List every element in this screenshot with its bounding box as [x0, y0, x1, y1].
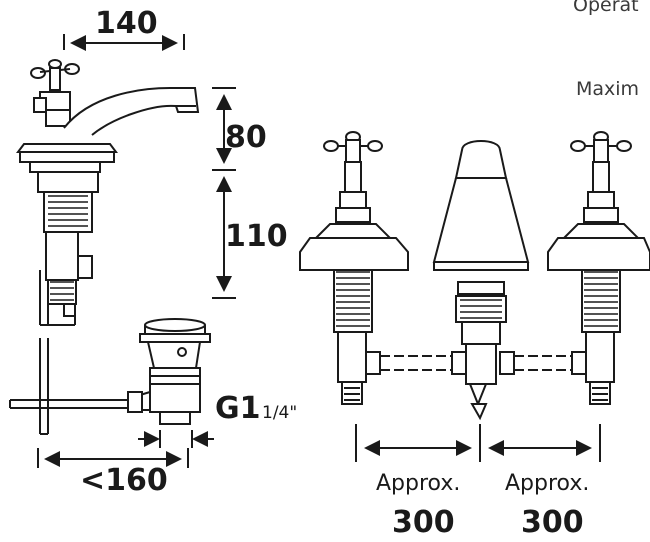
- dim-line-160: [37, 448, 189, 468]
- left-valve: [299, 131, 409, 405]
- connecting-pipes: [365, 351, 587, 375]
- right-valve: [547, 131, 650, 405]
- dim-line-spacing: [355, 424, 601, 462]
- dim-thread: G1: [215, 391, 261, 426]
- dim-140: 140: [95, 6, 158, 41]
- side-spout: [63, 87, 200, 136]
- side-view: [9, 59, 211, 435]
- dim-line-140: [63, 34, 185, 51]
- side-cross-handle: [30, 59, 80, 91]
- dim-110: 110: [225, 219, 288, 254]
- dim-line-thread: [138, 430, 214, 448]
- side-text-operating: Operat: [573, 0, 639, 16]
- spacing-left-label: Approx.: [376, 471, 460, 496]
- dim-160: <160: [80, 463, 168, 498]
- waste-outlet: [127, 318, 211, 425]
- side-text-maximum: Maxim: [576, 78, 640, 100]
- spacing-right-label: Approx.: [505, 471, 589, 496]
- spacing-left-value: 300: [392, 505, 455, 540]
- dim-80: 80: [225, 120, 267, 155]
- dim-thread-fraction: 1/4": [262, 403, 297, 423]
- center-spout: [432, 140, 530, 421]
- side-base: [16, 143, 118, 153]
- spacing-right-value: 300: [521, 505, 584, 540]
- dim-line-vertical: [212, 87, 236, 299]
